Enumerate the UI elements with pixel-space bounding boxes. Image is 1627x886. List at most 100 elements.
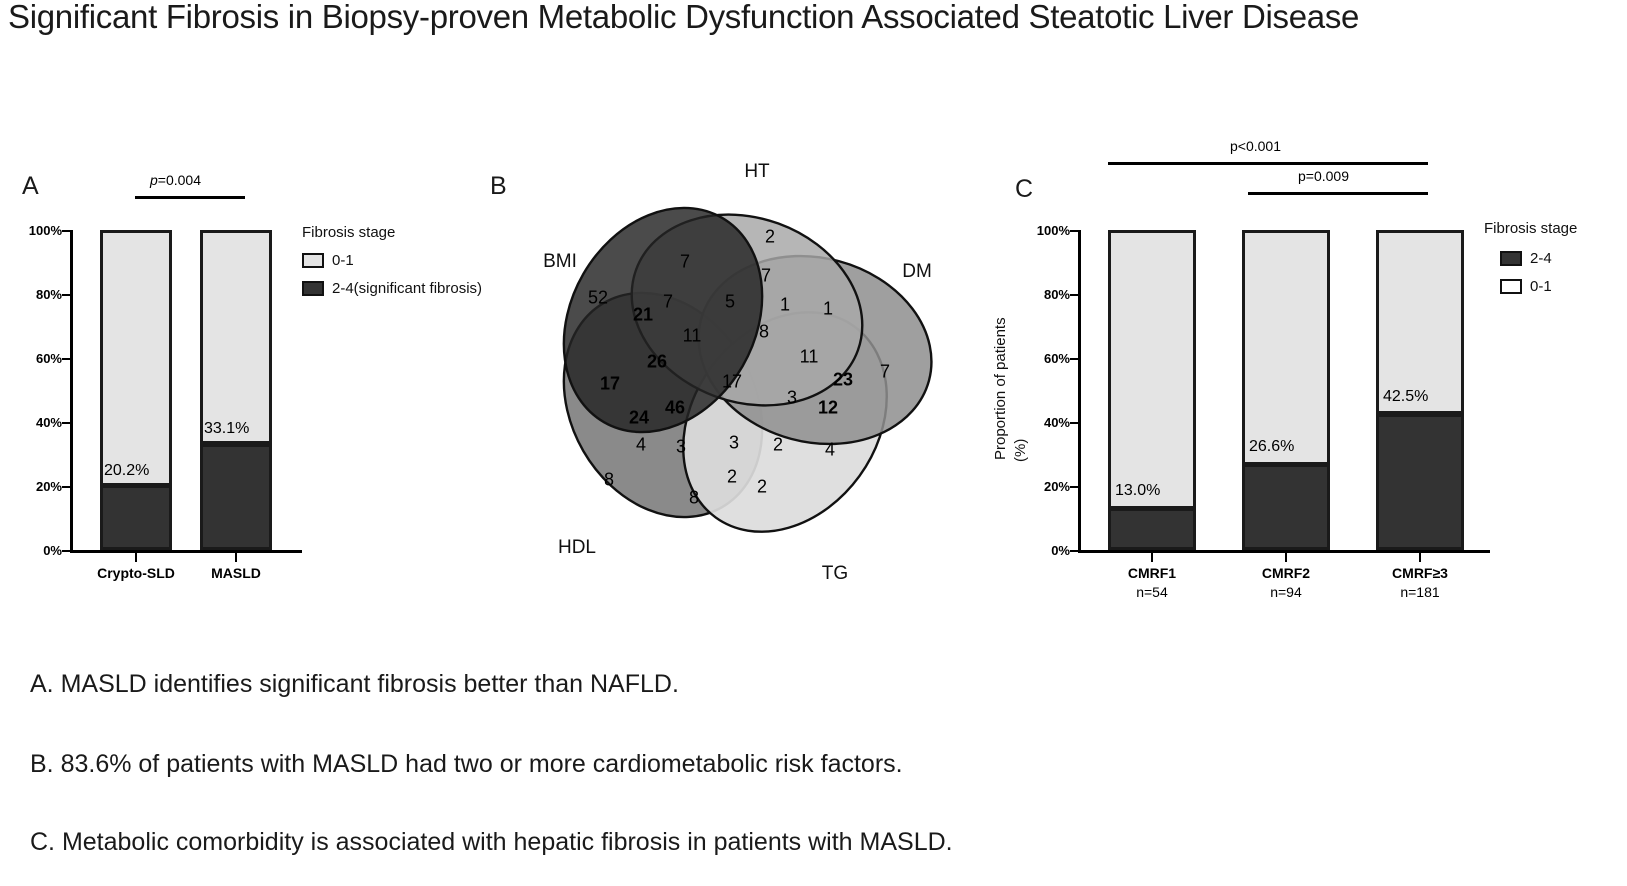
venn-count-27: 2 xyxy=(756,476,768,497)
venn-count-28: 8 xyxy=(603,469,615,490)
panel-a-x-axis xyxy=(70,550,302,553)
panel-a-xtickmark-2 xyxy=(235,553,237,562)
panel-c-ytick-40: 40% xyxy=(1043,415,1070,430)
panel-c-letter: C xyxy=(1015,175,1034,203)
venn-count-24: 2 xyxy=(772,434,784,455)
panel-c-tickmark-0 xyxy=(1070,550,1078,552)
panel-a: A p=0.004 100% 80% 60% 40% 20% 0% 20.2% … xyxy=(0,150,482,600)
bar-masld-value: 33.1% xyxy=(204,420,250,437)
panel-a-legend-item-0-1[interactable]: 0-1 xyxy=(302,252,354,269)
panel-c-ytick-0: 0% xyxy=(1051,543,1070,558)
panel-c-yaxis-title: Proportion of patients xyxy=(992,317,1009,460)
panel-c-tickmark-100 xyxy=(1070,230,1078,232)
panel-c-xtickmark-3 xyxy=(1419,553,1421,562)
venn-label-dm: DM xyxy=(902,261,932,282)
bar-cryptosld-dark[interactable] xyxy=(100,485,172,550)
panel-c-xtickmark-1 xyxy=(1151,553,1153,562)
venn-count-13: 17 xyxy=(599,373,621,394)
venn-count-1: 2 xyxy=(764,226,776,247)
panel-a-legend-label-0-1: 0-1 xyxy=(332,252,354,269)
venn-count-23: 3 xyxy=(728,432,740,453)
panel-a-legend-item-2-4[interactable]: 2-4(significant fibrosis) xyxy=(302,280,482,297)
legend-swatch-white-icon xyxy=(1500,279,1522,294)
bar-cmrf3-dark[interactable] xyxy=(1376,414,1464,550)
panel-c-ytick-20: 20% xyxy=(1043,479,1070,494)
panel-a-pvalue-label: p=0.004 xyxy=(150,172,202,188)
venn-count-12: 11 xyxy=(799,346,819,367)
venn-label-bmi: BMI xyxy=(543,251,577,272)
panel-c-legend-item-2-4[interactable]: 2-4 xyxy=(1500,250,1552,267)
panel-c-legend-item-0-1[interactable]: 0-1 xyxy=(1500,278,1552,295)
panel-b-letter: B xyxy=(490,172,507,200)
venn-count-8: 1 xyxy=(822,298,834,319)
panel-a-legend-label-2-4: 2-4(significant fibrosis) xyxy=(332,280,483,297)
venn-count-5: 7 xyxy=(760,265,772,286)
panel-c-ytick-80: 80% xyxy=(1043,287,1070,302)
panel-a-letter: A xyxy=(22,172,39,200)
bar-cmrf3-light[interactable] xyxy=(1376,230,1464,414)
venn-count-6: 5 xyxy=(724,291,736,312)
legend-swatch-dark-icon xyxy=(302,281,324,296)
panel-a-ytick-0: 0% xyxy=(43,543,62,558)
panel-a-ytick-60: 60% xyxy=(35,351,62,366)
venn-count-16: 7 xyxy=(879,361,891,382)
panel-c-legend-label-2-4: 2-4 xyxy=(1530,250,1552,267)
figure-title: Significant Fibrosis in Biopsy-proven Me… xyxy=(8,0,1360,35)
panel-c-legend-title: Fibrosis stage xyxy=(1484,220,1578,237)
bar-cmrf2-light[interactable] xyxy=(1242,230,1330,465)
bar-cmrf1-dark[interactable] xyxy=(1108,508,1196,550)
panel-a-ytick-40: 40% xyxy=(35,415,62,430)
venn-count-25: 4 xyxy=(824,439,836,460)
venn-ellipse-bmi xyxy=(562,206,764,434)
venn-count-10: 8 xyxy=(758,321,770,342)
venn-count-3: 7 xyxy=(662,291,674,312)
legend-swatch-dark-icon xyxy=(1500,251,1522,266)
panel-c-xsub-cmrf1: n=54 xyxy=(1136,584,1168,600)
panel-c-yaxis-title-unit: (%) xyxy=(1012,438,1029,462)
panel-c-ytick-60: 60% xyxy=(1043,351,1070,366)
venn-label-tg: TG xyxy=(821,563,849,584)
bar-cmrf1-value: 13.0% xyxy=(1115,482,1161,499)
panel-c-tickmark-20 xyxy=(1070,486,1078,488)
panel-c-xlabel-cmrf2: CMRF2 xyxy=(1261,565,1311,581)
venn-count-22: 3 xyxy=(675,436,687,457)
panel-a-tickmark-0 xyxy=(62,550,70,552)
panel-c: p<0.001 p=0.009 C 100% 80% 60% 40% 20% 0… xyxy=(960,130,1627,610)
panel-a-ytick-80: 80% xyxy=(35,287,62,302)
caption-line-c: C. Metabolic comorbidity is associated w… xyxy=(30,828,953,856)
venn-label-ht: HT xyxy=(744,161,770,182)
panel-c-xlabel-cmrf3: CMRF≥3 xyxy=(1392,565,1448,581)
bar-masld-dark[interactable] xyxy=(200,444,272,550)
panel-c-tickmark-40 xyxy=(1070,422,1078,424)
venn-label-hdl: HDL xyxy=(557,537,597,558)
venn-count-4: 21 xyxy=(632,304,654,325)
panel-c-tickmark-80 xyxy=(1070,294,1078,296)
panel-c-legend-label-0-1: 0-1 xyxy=(1530,278,1552,295)
panel-b: B BMI HT DM TG HDL 52 2 7 7 21 7 5 1 1 1… xyxy=(485,150,965,610)
bar-masld-light[interactable] xyxy=(200,230,272,444)
bar-cryptosld-value: 20.2% xyxy=(104,462,150,479)
bar-cmrf1-light[interactable] xyxy=(1108,230,1196,509)
panel-a-pvalue-bracket xyxy=(135,196,245,199)
venn-count-19: 46 xyxy=(664,397,686,418)
panel-a-ytick-100: 100% xyxy=(28,223,62,238)
panel-a-pvalue-value: =0.004 xyxy=(157,172,202,188)
bar-cryptosld-light[interactable] xyxy=(100,230,172,486)
venn-count-14: 17 xyxy=(721,371,743,392)
panel-c-xlabel-cmrf1: CMRF1 xyxy=(1127,565,1177,581)
panel-a-xlabel-masld: MASLD xyxy=(211,565,261,581)
panel-c-tickmark-60 xyxy=(1070,358,1078,360)
venn-count-18: 12 xyxy=(817,397,839,418)
venn-count-11: 26 xyxy=(646,351,668,372)
panel-c-pvalue-bracket-2 xyxy=(1248,192,1428,195)
venn-count-2: 7 xyxy=(679,251,691,272)
panel-c-pvalue-label-1: p<0.001 xyxy=(1230,138,1281,154)
bar-cmrf2-dark[interactable] xyxy=(1242,464,1330,550)
venn-count-21: 4 xyxy=(635,434,647,455)
venn-count-0: 52 xyxy=(587,287,609,308)
panel-a-tickmark-100 xyxy=(62,230,70,232)
venn-count-26: 2 xyxy=(726,466,738,487)
panel-c-pvalue-label-2: p=0.009 xyxy=(1298,168,1349,184)
panel-a-legend-title: Fibrosis stage xyxy=(302,224,396,241)
panel-a-tickmark-80 xyxy=(62,294,70,296)
